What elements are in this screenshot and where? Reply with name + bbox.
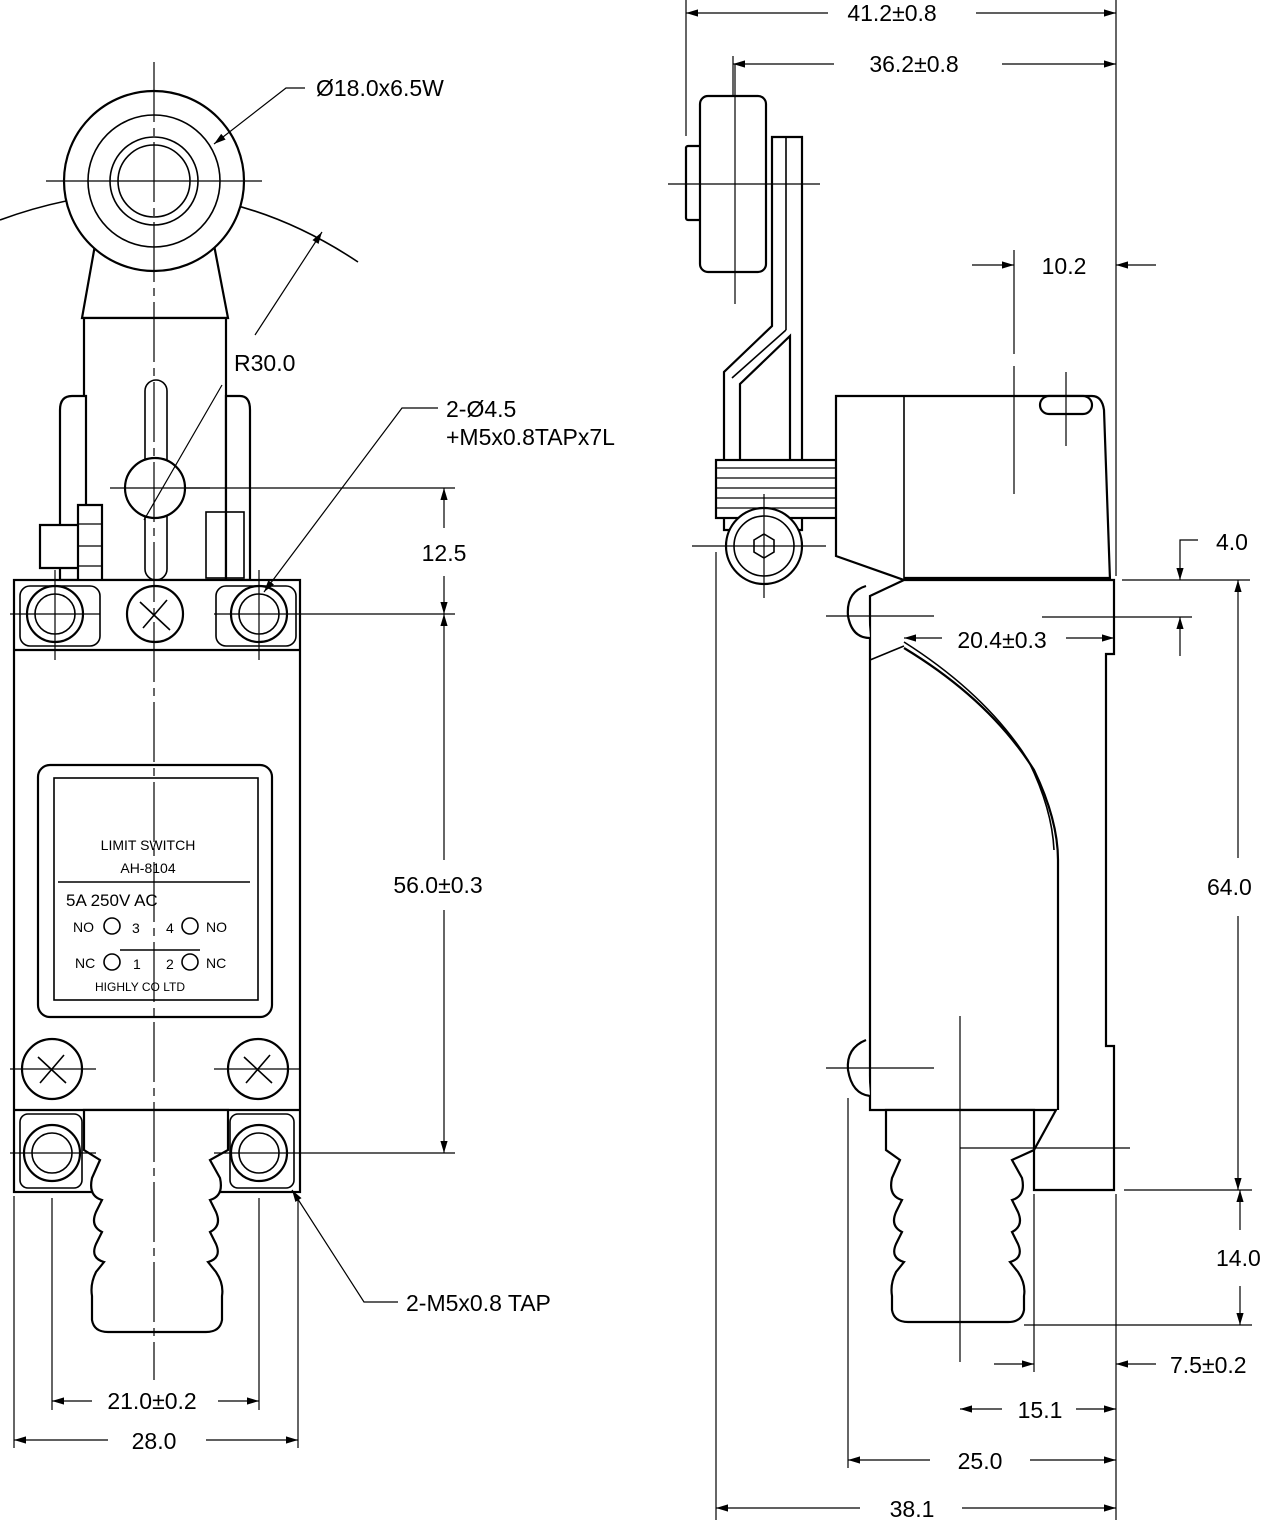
dim-body-depth: 25.0 xyxy=(958,1448,1003,1474)
dim-head-depth: 20.4±0.3 xyxy=(957,627,1046,653)
dim-hole-spacing-vertical: 56.0±0.3 xyxy=(393,872,482,898)
nameplate-nc-left: NC xyxy=(75,955,95,971)
nameplate-nc-right: NC xyxy=(206,955,226,971)
hole-callout-line2: +M5x0.8TAPx7L xyxy=(446,424,615,450)
nameplate-terminal-4: 4 xyxy=(166,920,174,936)
tap-callout: 2-M5x0.8 TAP xyxy=(406,1290,551,1316)
front-view: LIMIT SWITCH AH-8104 5A 250V AC NO 3 4 N… xyxy=(0,62,615,1454)
dim-overall-depth: 38.1 xyxy=(890,1496,935,1520)
nameplate-line2: AH-8104 xyxy=(120,860,175,876)
nameplate-terminal-2: 2 xyxy=(166,956,174,972)
dim-body-width: 28.0 xyxy=(132,1428,177,1454)
dim-head-offset: 10.2 xyxy=(1042,253,1087,279)
dim-body-height: 64.0 xyxy=(1207,874,1252,900)
dim-boot-height: 14.0 xyxy=(1216,1245,1261,1271)
side-view: 41.2±0.8 36.2±0.8 10.2 4.0 20.4±0.3 64.0… xyxy=(668,0,1261,1520)
dim-head-step: 4.0 xyxy=(1216,529,1248,555)
nameplate: LIMIT SWITCH AH-8104 5A 250V AC NO 3 4 N… xyxy=(36,763,274,1019)
nameplate-no-left: NO xyxy=(73,919,94,935)
radius-callout: R30.0 xyxy=(234,350,295,376)
dim-boot-offset: 7.5±0.2 xyxy=(1170,1352,1247,1378)
front-dimensions: Ø18.0x6.5W R30.0 2-Ø4.5 +M5x0.8TAPx7L 12… xyxy=(13,75,615,1454)
front-lever-arm xyxy=(80,243,230,582)
dim-to-roller-center: 36.2±0.8 xyxy=(869,51,958,77)
nameplate-terminal-3: 3 xyxy=(132,920,140,936)
side-body xyxy=(846,578,1116,1192)
nameplate-rating: 5A 250V AC xyxy=(66,891,158,910)
front-head-lugs xyxy=(38,394,252,588)
dim-bottom-hole-spacing: 21.0±0.2 xyxy=(107,1388,196,1414)
side-lever xyxy=(722,135,804,532)
nameplate-no-right: NO xyxy=(206,919,227,935)
side-centerlines xyxy=(668,64,1130,1362)
roller-callout: Ø18.0x6.5W xyxy=(316,75,444,101)
front-centerlines xyxy=(10,62,300,1380)
side-dimensions: 41.2±0.8 36.2±0.8 10.2 4.0 20.4±0.3 64.0… xyxy=(685,0,1261,1520)
nameplate-terminal-1: 1 xyxy=(133,956,141,972)
nameplate-maker: HIGHLY CO LTD xyxy=(95,980,185,994)
side-head xyxy=(834,394,1112,582)
front-boot xyxy=(82,1108,230,1334)
dim-boot-width: 15.1 xyxy=(1018,1397,1063,1423)
nameplate-line1: LIMIT SWITCH xyxy=(101,837,196,853)
dim-overall-to-roller-edge: 41.2±0.8 xyxy=(847,0,936,26)
dim-pivot-to-holes: 12.5 xyxy=(422,540,467,566)
hole-callout-line1: 2-Ø4.5 xyxy=(446,396,516,422)
side-shaft-hub xyxy=(714,458,840,586)
